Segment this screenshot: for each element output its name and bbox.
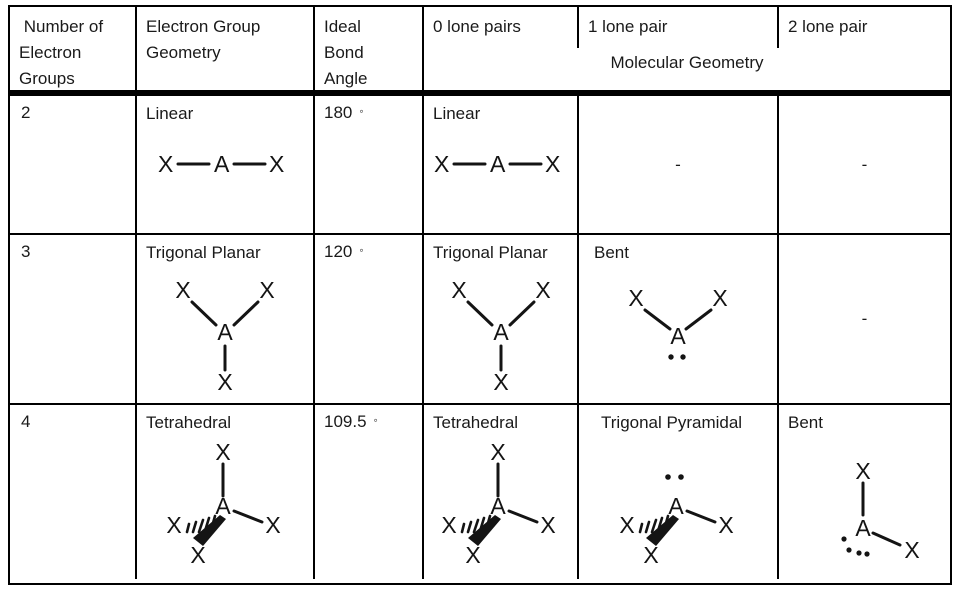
vsepr-geometry-table: Number of Electron Groups Electron Group… — [8, 5, 952, 585]
atom-x: X — [465, 542, 480, 566]
geometry-label: Bent — [788, 413, 823, 432]
bonds — [643, 308, 713, 331]
header-separator-bar — [10, 90, 950, 96]
solid-wedge-bond — [645, 515, 679, 546]
atom-x: X — [493, 369, 508, 393]
degree-symbol: ◦ — [359, 104, 364, 118]
cell-groups-4: 4 — [10, 405, 137, 579]
linear-structure-diagram: X A X — [158, 151, 284, 177]
atom-x: X — [628, 285, 643, 311]
bonds — [861, 481, 901, 547]
header-electron-group-geometry: Electron Group Geometry — [137, 7, 315, 90]
atom-a: A — [215, 493, 231, 519]
atom-x: X — [269, 151, 284, 177]
bonds — [685, 509, 716, 524]
cell-mg-trigonal-pyramidal: Trigonal Pyramidal A X X X — [579, 405, 779, 579]
angle-value: 180 — [324, 103, 353, 122]
atom-a: A — [670, 323, 686, 349]
cell-mg-bent-1lp: Bent X X A — [579, 235, 779, 405]
atom-x: X — [545, 151, 560, 177]
atom-a: A — [490, 493, 506, 519]
cell-angle-109-5: 109.5 ◦ — [315, 405, 424, 579]
degree-symbol: ◦ — [373, 413, 378, 427]
atom-x: X — [175, 277, 190, 303]
atom-x: X — [855, 458, 870, 484]
lone-pair-dots — [668, 354, 686, 360]
atom-x: X — [712, 285, 727, 311]
cell-egg-trigonal-planar: Trigonal Planar X X A X — [137, 235, 315, 405]
trigonal-planar-structure-diagram: X X A X — [175, 277, 274, 393]
solid-wedge-bond — [192, 515, 226, 546]
bonds — [466, 300, 535, 372]
cell-egg-tetrahedral: Tetrahedral X A X X X — [137, 405, 315, 579]
linear-structure-diagram: X A X — [434, 151, 560, 177]
atom-x: X — [643, 542, 658, 566]
atom-x: X — [718, 512, 733, 538]
cell-groups-2: 2 — [10, 96, 137, 235]
cell-groups-3: 3 — [10, 235, 137, 405]
header-molecular-geometry: Molecular Geometry — [610, 53, 764, 72]
geometry-label: Linear — [433, 104, 481, 123]
trigonal-planar-structure-diagram: X X A X — [451, 277, 550, 393]
atom-x: X — [434, 151, 449, 177]
cell-mg-tetrahedral: Tetrahedral X A X X X — [424, 405, 579, 579]
cell-mg-linear: Linear X A X — [424, 96, 579, 235]
bonds — [496, 462, 539, 524]
atom-x: X — [451, 277, 466, 303]
geometry-label: Trigonal Planar — [433, 243, 548, 262]
bonds — [190, 300, 260, 372]
geometry-label: Trigonal Pyramidal — [601, 413, 743, 432]
cell-angle-120: 120 ◦ — [315, 235, 424, 405]
header-2-lone-pair: 2 lone pair — [788, 17, 868, 36]
atom-x: X — [265, 512, 280, 538]
cell-mg-none: - — [779, 96, 950, 235]
solid-wedge-bond — [468, 515, 501, 546]
bent-structure-diagram: X X A — [628, 285, 728, 360]
atom-a: A — [217, 319, 233, 345]
atom-x: X — [158, 151, 173, 177]
atom-x: X — [904, 537, 919, 563]
tetrahedral-structure-diagram: X A X X X — [441, 442, 555, 566]
atom-a: A — [668, 493, 684, 519]
atom-x: X — [441, 512, 456, 538]
bonds — [221, 462, 263, 524]
angle-value: 109.5 — [324, 412, 367, 431]
lone-pair-dots — [664, 474, 684, 480]
tetrahedral-structure-diagram: X A X X X — [166, 442, 280, 566]
bent-structure-diagram: X A X — [840, 458, 919, 563]
header-1-lone-pair: 1 lone pair — [579, 7, 779, 48]
cell-angle-180: 180 ◦ — [315, 96, 424, 235]
trigonal-pyramidal-structure-diagram: A X X X — [619, 474, 733, 566]
header-ideal-bond-angle: Ideal Bond Angle — [315, 7, 424, 90]
atom-x: X — [217, 369, 232, 393]
cell-mg-none: - — [579, 96, 779, 235]
lone-pair-dots — [840, 536, 870, 557]
atom-a: A — [493, 319, 509, 345]
geometry-label: Tetrahedral — [433, 413, 519, 432]
geometry-label: Bent — [594, 243, 629, 262]
degree-symbol: ◦ — [359, 243, 364, 257]
cell-mg-none: - — [779, 235, 950, 405]
atom-x: X — [535, 277, 550, 303]
header-number-of-electron-groups: Number of Electron Groups — [10, 7, 137, 90]
atom-x: X — [190, 542, 205, 566]
atom-x: X — [259, 277, 274, 303]
atom-a: A — [490, 151, 506, 177]
geometry-label: Linear — [146, 104, 194, 123]
atom-x: X — [540, 512, 555, 538]
geometry-label: Trigonal Planar — [146, 243, 261, 262]
atom-a: A — [214, 151, 230, 177]
atom-x: X — [619, 512, 634, 538]
angle-value: 120 — [324, 242, 353, 261]
cell-egg-linear: Linear X A X — [137, 96, 315, 235]
geometry-label: Tetrahedral — [146, 413, 232, 432]
cell-mg-trigonal-planar: Trigonal Planar X X A X — [424, 235, 579, 405]
atom-a: A — [855, 515, 871, 541]
header-0-lone-pairs: 0 lone pairs — [424, 7, 579, 48]
atom-x: X — [490, 442, 505, 465]
atom-x: X — [215, 442, 230, 465]
cell-mg-bent-2lp: Bent X A X — [779, 405, 950, 579]
atom-x: X — [166, 512, 181, 538]
